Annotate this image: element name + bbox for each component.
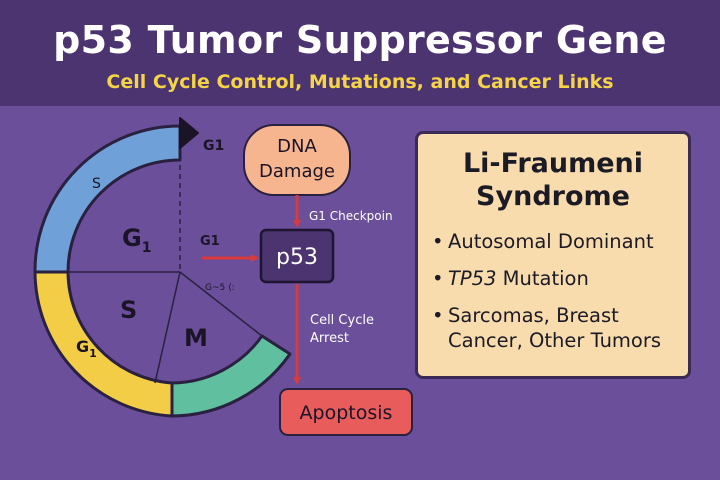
label-s-outer: S [92, 176, 101, 192]
syndrome-list: Autosomal Dominant TP53 Mutation Sarcoma… [418, 229, 688, 353]
syndrome-item-inheritance: Autosomal Dominant [432, 229, 678, 254]
apoptosis-label: Apoptosis [300, 402, 393, 424]
label-g1-inner: G1 [122, 224, 151, 256]
label-g1-outer: G1 [76, 337, 97, 360]
apoptosis-box [279, 388, 413, 436]
ring-segment-blue [33, 124, 182, 274]
cell-cycle-ring [33, 117, 292, 418]
cycle-dividers [68, 165, 263, 384]
syndrome-item-tumors: Sarcomas, Breast Cancer, Other Tumors [432, 303, 678, 353]
p53-box [259, 228, 335, 284]
arrest-line1: Cell Cycle [310, 313, 374, 328]
header-banner: p53 Tumor Suppressor Gene Cell Cycle Con… [0, 0, 720, 106]
mutation-text: Mutation [496, 267, 589, 290]
ring-segment-yellow [33, 270, 174, 418]
syndrome-item-mutation: TP53 Mutation [432, 266, 678, 291]
label-g1-arrow: G1 [200, 234, 220, 249]
page-title: p53 Tumor Suppressor Gene [53, 18, 667, 62]
dna-damage-line1: DNA [277, 136, 317, 157]
syndrome-title: Li-Fraumeni Syndrome [462, 148, 644, 212]
li-fraumeni-box: Li-Fraumeni Syndrome Autosomal Dominant … [415, 131, 691, 379]
dna-damage-line2: Damage [259, 161, 335, 182]
checkpoint-label: G1 Checkpoin [309, 209, 393, 223]
label-s-inner: S [120, 296, 137, 324]
cycle-top-arrowhead [179, 117, 199, 149]
ring-segment-teal [170, 334, 292, 418]
label-g1-top: G1 [203, 138, 224, 154]
page-subtitle: Cell Cycle Control, Mutations, and Cance… [106, 71, 614, 93]
label-m-inner: M [184, 324, 208, 352]
arrest-line2: Arrest [310, 331, 349, 346]
p53-label: p53 [276, 245, 318, 270]
tp53-gene-name: TP53 [448, 267, 497, 290]
label-scribble: G~5 ⟨: [205, 283, 235, 293]
